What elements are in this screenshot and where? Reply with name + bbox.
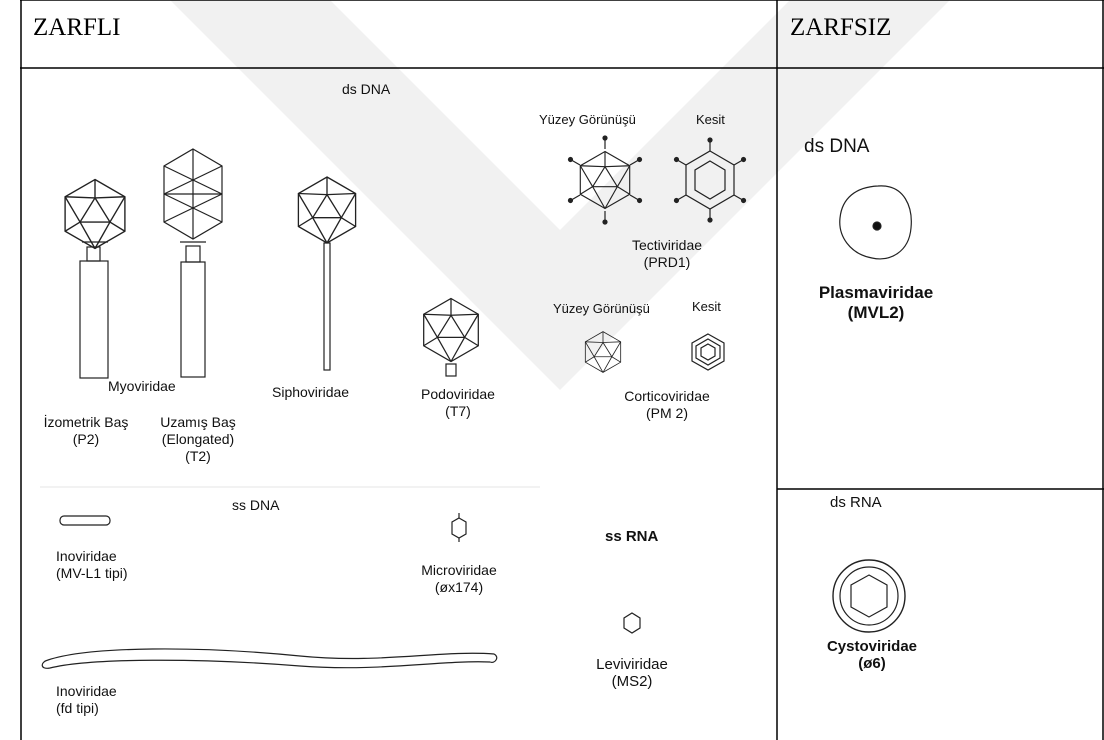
corticoviridae-section-label: Kesit <box>692 298 721 315</box>
zarfsiz-ds-rna-title: ds RNA <box>830 494 882 511</box>
podoviridae-drawing <box>424 299 479 377</box>
corticoviridae-label: Corticoviridae (PM 2) <box>612 388 722 422</box>
microviridae-label: Microviridae (øx174) <box>412 562 506 596</box>
inoviridae-mv-drawing <box>60 516 110 525</box>
ss-dna-title: ss DNA <box>232 497 279 514</box>
cystoviridae-drawing <box>833 560 905 632</box>
corticoviridae-surface-label: Yüzey Görünüşü <box>553 300 650 317</box>
myoviridae-isometric-label: İzometrik Baş (P2) <box>30 414 142 448</box>
siphoviridae-drawing <box>298 177 355 370</box>
tectiviridae-section-drawing <box>674 138 747 222</box>
myoviridae-label: Myoviridae <box>108 378 176 395</box>
plasmaviridae-label: Plasmaviridae (MVL2) <box>806 283 946 323</box>
inoviridae-fd-drawing <box>42 649 497 668</box>
tectiviridae-label: Tectiviridae (PRD1) <box>612 237 722 271</box>
corticoviridae-section-drawing <box>692 334 724 370</box>
inoviridae-fd-label: Inoviridae (fd tipi) <box>56 683 117 717</box>
myoviridae-elongated-label: Uzamış Baş (Elongated) (T2) <box>143 414 253 465</box>
microviridae-drawing <box>452 513 466 542</box>
tectiviridae-surface-label: Yüzey Görünüşü <box>539 111 636 128</box>
ds-dna-title: ds DNA <box>342 81 390 98</box>
zarfsiz-ds-dna-title: ds DNA <box>804 137 869 157</box>
leviviridae-drawing <box>624 613 640 633</box>
myoviridae-elongated-drawing <box>164 149 222 377</box>
corticoviridae-surface-drawing <box>585 332 620 373</box>
cystoviridae-label: Cystoviridae (ø6) <box>812 638 932 672</box>
plasmaviridae-drawing <box>840 186 912 259</box>
ss-rna-title: ss RNA <box>605 528 658 545</box>
leviviridae-label: Leviviridae (MS2) <box>580 656 684 690</box>
siphoviridae-label: Siphoviridae <box>272 384 349 401</box>
myoviridae-isometric-drawing <box>65 180 125 379</box>
tectiviridae-surface-drawing <box>568 136 643 224</box>
inoviridae-mv-label: Inoviridae (MV-L1 tipi) <box>56 548 128 582</box>
podoviridae-label: Podoviridae (T7) <box>408 386 508 420</box>
tectiviridae-section-label: Kesit <box>696 111 725 128</box>
